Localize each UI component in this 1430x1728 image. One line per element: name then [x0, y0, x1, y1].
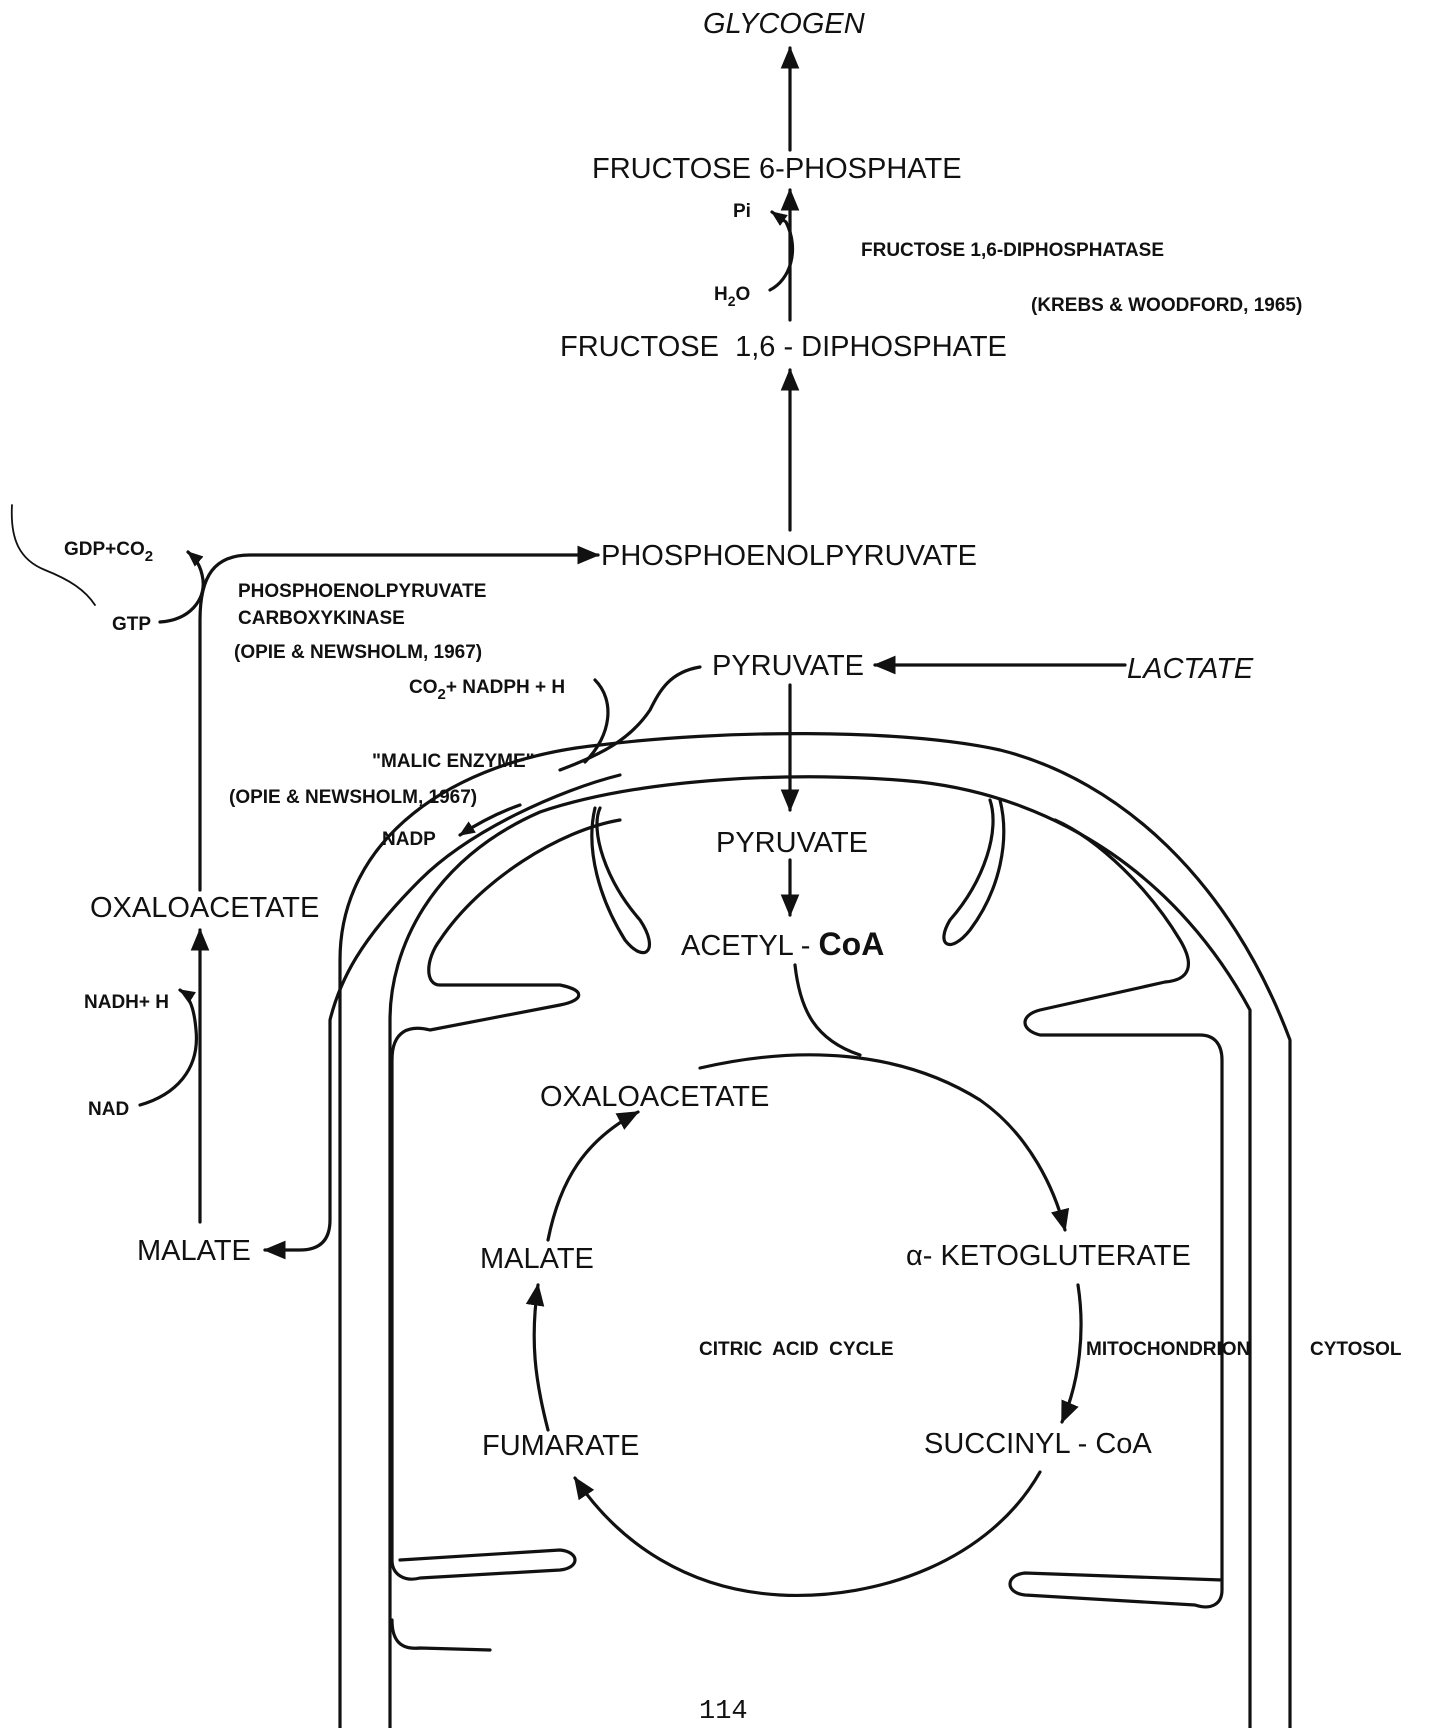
label-krebs-woodford-ref: (KREBS & WOODFORD, 1965) — [1031, 295, 1302, 316]
label-oxaloacetate-mitochondrion: OXALOACETATE — [540, 1081, 769, 1113]
label-fructose-diphosphatase: FRUCTOSE 1,6-DIPHOSPHATASE — [861, 240, 1164, 261]
label-fructose-6-phosphate: FRUCTOSE 6-PHOSPHATE — [592, 153, 962, 185]
label-malic-ref: (OPIE & NEWSHOLM, 1967) — [229, 787, 477, 808]
label-nad: NAD — [88, 1099, 129, 1120]
label-alpha-ketoglutarate: α- KETOGLUTERATE — [906, 1240, 1191, 1272]
label-fructose-1-6-diphosphate: FRUCTOSE 1,6 - DIPHOSPHATE — [560, 331, 1007, 363]
label-gtp: GTP — [112, 614, 151, 635]
inner-membrane-cristae — [392, 800, 1222, 1607]
arc-akg-to-succinyl — [1062, 1285, 1081, 1422]
label-cytosol: CYTOSOL — [1310, 1339, 1402, 1360]
path-acetylcoa-into-cycle — [795, 965, 860, 1055]
arc-succinyl-to-fumarate — [575, 1472, 1040, 1595]
label-malate-mitochondrion: MALATE — [480, 1243, 594, 1275]
label-malate-cytosol: MALATE — [137, 1235, 251, 1267]
label-pepck-line2: CARBOXYKINASE — [238, 608, 405, 629]
path-pyruvate-to-malic-enzyme — [560, 667, 700, 770]
label-co2-nadph: CO2+ NADPH + H — [409, 677, 565, 703]
label-malic-enzyme: "MALIC ENZYME" — [372, 751, 535, 772]
inner-membrane-left-wall — [392, 1060, 575, 1650]
label-fumarate: FUMARATE — [482, 1430, 639, 1462]
label-nadh-h: NADH+ H — [84, 992, 169, 1013]
label-pepck-line1: PHOSPHOENOLPYRUVATE — [238, 581, 486, 602]
label-succinyl-coa: SUCCINYL - CoA — [924, 1428, 1152, 1460]
label-phosphoenolpyruvate: PHOSPHOENOLPYRUVATE — [601, 540, 977, 572]
label-citric-acid-cycle: CITRIC ACID CYCLE — [699, 1339, 894, 1360]
arrow-mito-malate-to-cyto-malate — [265, 775, 620, 1250]
label-mitochondrion: MITOCHONDRION — [1086, 1339, 1250, 1360]
arc-fumarate-to-malate — [534, 1285, 548, 1430]
label-lactate: LACTATE — [1127, 653, 1254, 685]
label-h2o: H2O — [714, 284, 750, 309]
arc-malate-to-oaa — [548, 1112, 638, 1240]
label-pyruvate-cytosol: PYRUVATE — [712, 650, 864, 682]
label-oxaloacetate-cytosol: OXALOACETATE — [90, 892, 319, 924]
labels: GLYCOGEN FRUCTOSE 6-PHOSPHATE Pi H2O FRU… — [64, 8, 1402, 1727]
label-pepck-ref: (OPIE & NEWSHOLM, 1967) — [234, 642, 482, 663]
label-gdp-co2: GDP+CO2 — [64, 539, 153, 565]
label-acetyl-coa: ACETYL - CoA — [681, 926, 884, 962]
label-glycogen: GLYCOGEN — [703, 8, 865, 40]
page-number: 114 — [699, 1697, 748, 1727]
label-pi: Pi — [733, 201, 751, 222]
pathway-arrows — [12, 48, 1125, 1595]
arrow-gtp-to-gdp — [160, 552, 203, 622]
arrow-to-nadp — [460, 805, 520, 835]
label-nadp: NADP — [382, 829, 436, 850]
label-pyruvate-mitochondrion: PYRUVATE — [716, 827, 868, 859]
mitochondrion-membranes — [340, 734, 1290, 1728]
